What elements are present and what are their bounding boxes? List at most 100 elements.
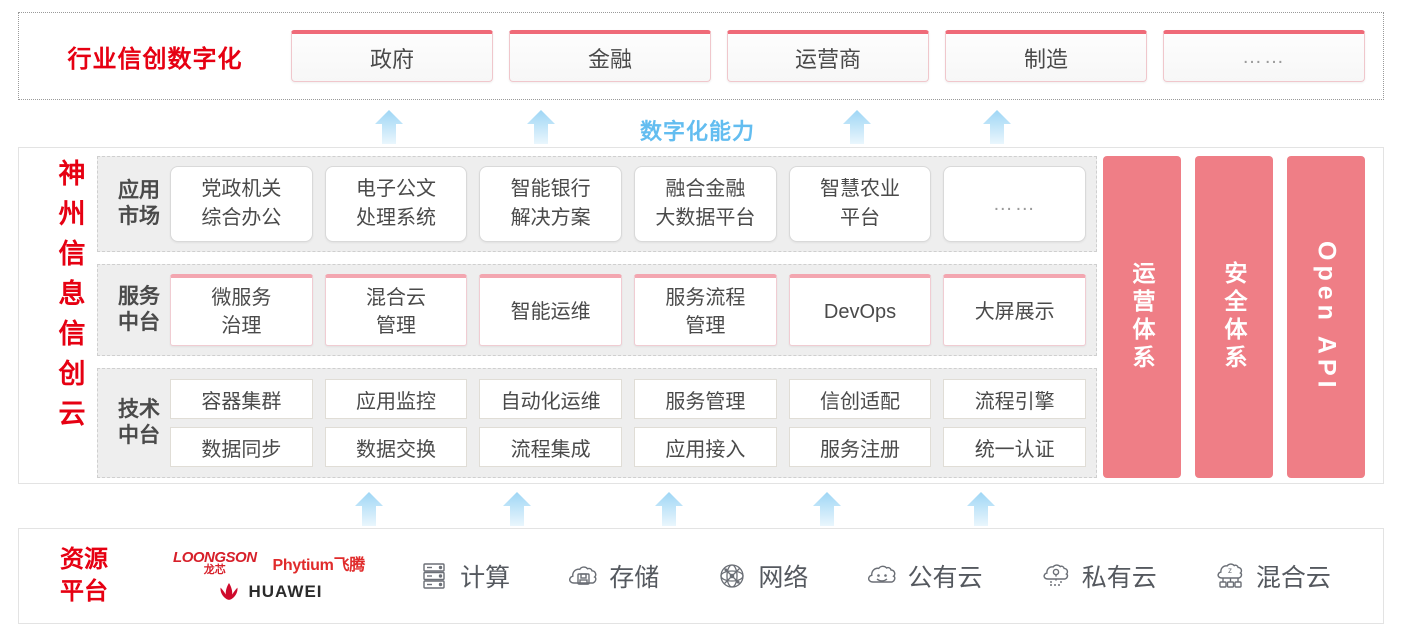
tech-cell-xinchuang-adaptation[interactable]: 信创适配 [788, 379, 932, 419]
industry-band-title: 行业信创数字化 [67, 45, 243, 73]
cell-line: 综合办公 [201, 207, 282, 229]
app-cell-government-office[interactable]: 党政机关 综合办公 [170, 166, 313, 242]
cell-line: 管理 [685, 314, 726, 337]
label-line: 市场 [118, 205, 160, 228]
loongson-logo-text: LOONGSON [173, 549, 257, 566]
cell-line: 融合金融 [665, 178, 746, 200]
app-cell-more[interactable]: …… [943, 166, 1087, 242]
svg-text:z: z [1228, 566, 1232, 575]
pillar-list: 运营体系 安全体系 Open API [1103, 156, 1365, 478]
tech-cell-app-access[interactable]: 应用接入 [634, 427, 777, 467]
tech-cell-service-management[interactable]: 服务管理 [634, 379, 777, 419]
title-line: 资源 [60, 546, 108, 573]
up-arrow-icon [978, 110, 1016, 144]
resource-item-hybrid-cloud[interactable]: z 混合云 [1213, 558, 1331, 594]
industry-card-telecom[interactable]: 运营商 [727, 30, 929, 82]
cell-line: 大数据平台 [655, 207, 756, 229]
up-arrow-icon [838, 110, 876, 144]
up-arrow-icon [808, 492, 846, 526]
resource-item-storage[interactable]: 存储 [566, 558, 659, 594]
resource-item-network[interactable]: 网络 [715, 558, 808, 594]
capability-label: 数字化能力 [640, 119, 756, 144]
service-cell-intelligent-ops[interactable]: 智能运维 [479, 274, 623, 346]
tech-cell-app-monitoring[interactable]: 应用监控 [324, 379, 468, 419]
cloud-layer-list: 应用 市场 党政机关 综合办公 电子公文 处理系统 智能银行 解决方案 [97, 156, 1097, 478]
title-char: 创 [58, 359, 86, 389]
tech-cell-container-cluster[interactable]: 容器集群 [170, 379, 313, 419]
tech-cell-data-sync[interactable]: 数据同步 [170, 427, 313, 467]
pillar-security-system[interactable]: 安全体系 [1195, 156, 1273, 478]
service-cell-microservice-governance[interactable]: 微服务 治理 [170, 274, 313, 346]
cell-line: 智能银行 [510, 178, 591, 200]
up-arrow-icon [370, 110, 408, 144]
tech-cell-automated-ops[interactable]: 自动化运维 [479, 379, 623, 419]
private-cloud-icon [1039, 559, 1073, 593]
layer-label-service-platform: 服务 中台 [108, 284, 170, 336]
pillar-open-api[interactable]: Open API [1287, 156, 1365, 478]
cell-line: 处理系统 [356, 207, 436, 229]
title-char: 信 [58, 239, 86, 269]
cell-line: 混合云 [366, 286, 426, 309]
cloud-platform-panel: 神 州 信 息 信 创 云 应用 市场 党政机关 综合办公 [18, 147, 1384, 484]
vendor-logo-list: LOONGSON 龙芯 Phytium飞腾 HUAWEI [149, 550, 389, 602]
tech-cell-process-engine[interactable]: 流程引擎 [943, 379, 1087, 419]
tech-cell-service-registry[interactable]: 服务注册 [788, 427, 932, 467]
resource-item-label: 公有云 [907, 564, 983, 592]
vendor-logo-row: LOONGSON 龙芯 Phytium飞腾 [173, 550, 365, 576]
cell-line: 服务流程 [665, 286, 746, 309]
cell-line: 平台 [840, 207, 881, 229]
industry-card-more[interactable]: …… [1163, 30, 1365, 82]
resource-item-label: 计算 [460, 564, 511, 592]
cell-line: 微服务 [211, 286, 272, 309]
resource-platform-title: 资源 平台 [19, 544, 149, 608]
app-cell-edoc-system[interactable]: 电子公文 处理系统 [324, 166, 468, 242]
resource-item-list: 计算 存储 [389, 558, 1383, 594]
service-cell-hybrid-cloud-management[interactable]: 混合云 管理 [324, 274, 468, 346]
loongson-logo: LOONGSON 龙芯 [173, 550, 257, 576]
app-cell-finance-bigdata[interactable]: 融合金融 大数据平台 [634, 166, 777, 242]
label-line: 中台 [118, 311, 160, 334]
resource-item-public-cloud[interactable]: 公有云 [865, 558, 983, 594]
up-arrow-icon [350, 492, 388, 526]
tech-cell-data-exchange[interactable]: 数据交换 [324, 427, 468, 467]
vendor-logo-row: HUAWEI [216, 582, 323, 602]
tech-cell-process-integration[interactable]: 流程集成 [479, 427, 623, 467]
up-arrow-icon [522, 110, 560, 144]
public-cloud-icon [865, 559, 899, 593]
phytium-logo: Phytium飞腾 [272, 557, 366, 574]
pillar-operations-system[interactable]: 运营体系 [1103, 156, 1181, 478]
title-char: 息 [58, 279, 86, 309]
pillar-label: 安全体系 [1221, 261, 1247, 373]
resource-item-label: 网络 [758, 564, 809, 592]
technology-row: 容器集群 应用监控 自动化运维 服务管理 信创适配 流程引擎 [170, 379, 1087, 419]
resource-item-private-cloud[interactable]: 私有云 [1039, 558, 1157, 594]
cell-line: 解决方案 [510, 207, 591, 229]
title-char: 神 [58, 159, 86, 189]
industry-card-government[interactable]: 政府 [291, 30, 493, 82]
app-cell-smart-agriculture[interactable]: 智慧农业 平台 [788, 166, 932, 242]
tech-cell-unified-auth[interactable]: 统一认证 [943, 427, 1087, 467]
technology-cell-grid: 容器集群 应用监控 自动化运维 服务管理 信创适配 流程引擎 数据同步 数据交换… [170, 379, 1087, 467]
cloud-storage-icon [566, 559, 600, 593]
loongson-logo-cn: 龙芯 [203, 564, 226, 576]
title-line: 平台 [60, 578, 108, 605]
resource-item-label: 私有云 [1081, 564, 1157, 592]
service-cell-dashboard[interactable]: 大屏展示 [943, 274, 1087, 346]
layer-application-market: 应用 市场 党政机关 综合办公 电子公文 处理系统 智能银行 解决方案 [97, 156, 1097, 252]
service-cell-list: 微服务 治理 混合云 管理 智能运维 服务流程 管理 DevOps 大屏展示 [170, 274, 1087, 346]
service-cell-process-management[interactable]: 服务流程 管理 [634, 274, 777, 346]
hybrid-cloud-icon: z [1213, 559, 1247, 593]
service-cell-devops[interactable]: DevOps [788, 274, 932, 346]
industry-card-manufacturing[interactable]: 制造 [945, 30, 1147, 82]
huawei-logo: HUAWEI [216, 582, 323, 602]
industry-card-finance[interactable]: 金融 [509, 30, 711, 82]
title-char: 州 [58, 199, 86, 229]
network-icon [715, 559, 749, 593]
pillar-label: 运营体系 [1129, 261, 1155, 373]
app-cell-smart-bank[interactable]: 智能银行 解决方案 [479, 166, 623, 242]
cell-line: 管理 [376, 314, 416, 337]
cloud-platform-title: 神 州 信 息 信 创 云 [41, 154, 103, 476]
resource-item-compute[interactable]: 计算 [417, 558, 510, 594]
label-line: 中台 [118, 424, 160, 447]
resource-platform-panel: 资源 平台 LOONGSON 龙芯 Phytium飞腾 [18, 528, 1384, 624]
